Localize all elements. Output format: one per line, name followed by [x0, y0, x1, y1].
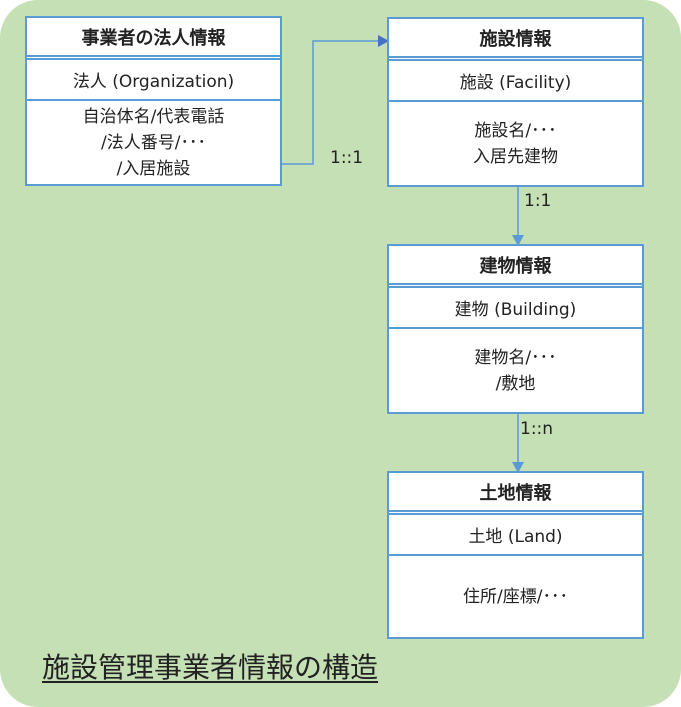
entity-title: 土地情報 — [389, 473, 642, 515]
attribute: 建物名/･･･ — [474, 347, 557, 368]
relation-label: 1::n — [520, 419, 554, 439]
attribute: /法人番号/･･･ — [101, 132, 206, 153]
attribute: 自治体名/代表電話 — [82, 106, 225, 127]
entity-class: 建物 (Building) — [389, 288, 642, 329]
entity-title: 建物情報 — [389, 246, 642, 288]
entity-title: 施設情報 — [389, 19, 642, 61]
entity-title: 事業者の法人情報 — [27, 18, 280, 60]
relation-label: 1:1 — [524, 191, 552, 211]
entity-facility: 施設情報 施設 (Facility) 施設名/･･･ 入居先建物 — [387, 17, 644, 187]
arrowhead-icon — [512, 235, 524, 246]
entity-class: 法人 (Organization) — [27, 60, 280, 101]
entity-attributes: 自治体名/代表電話 /法人番号/･･･ /入居施設 — [27, 101, 280, 184]
entity-attributes: 施設名/･･･ 入居先建物 — [389, 102, 642, 185]
attribute: 住所/座標/･･･ — [463, 586, 568, 607]
entity-land: 土地情報 土地 (Land) 住所/座標/･･･ — [387, 471, 644, 639]
diagram-title: 施設管理事業者情報の構造 — [42, 651, 379, 684]
entity-class: 土地 (Land) — [389, 515, 642, 556]
entity-building: 建物情報 建物 (Building) 建物名/･･･ /敷地 — [387, 244, 644, 414]
arrowhead-icon — [512, 462, 524, 473]
entity-class: 施設 (Facility) — [389, 61, 642, 102]
attribute: /入居施設 — [116, 158, 191, 179]
attribute: 施設名/･･･ — [474, 120, 557, 141]
attribute: /敷地 — [495, 373, 536, 394]
attribute: 入居先建物 — [473, 146, 558, 167]
arrowhead-icon — [378, 35, 389, 47]
entity-organization: 事業者の法人情報 法人 (Organization) 自治体名/代表電話 /法人… — [25, 16, 282, 186]
entity-attributes: 住所/座標/･･･ — [389, 556, 642, 637]
entity-attributes: 建物名/･･･ /敷地 — [389, 329, 642, 412]
relation-label: 1::1 — [330, 148, 364, 168]
